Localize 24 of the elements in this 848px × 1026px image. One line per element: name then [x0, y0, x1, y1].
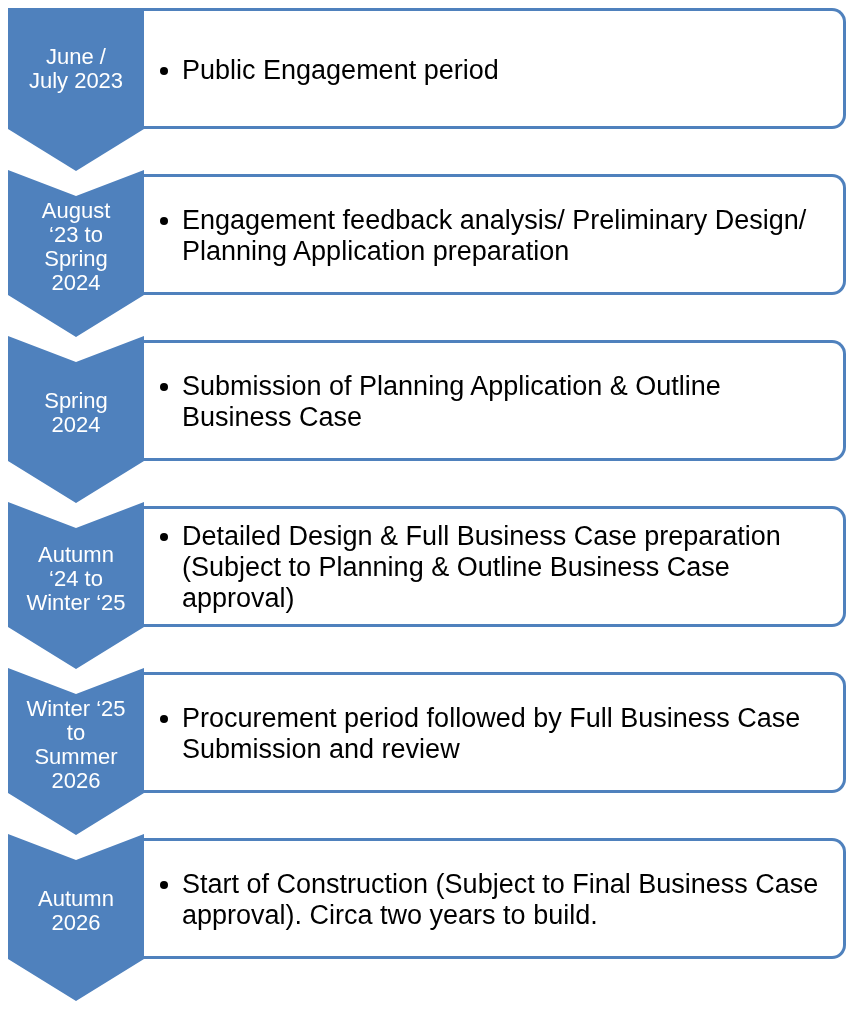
chevron-shape: [8, 170, 144, 337]
period-label: Autumn ‘24 to Winter ‘25: [26, 542, 126, 615]
period-label: August ‘23 to Spring 2024: [40, 198, 112, 295]
chevron-shape: [8, 834, 144, 1001]
period-label: June / July 2023: [27, 44, 125, 93]
chevron-shape: [8, 668, 144, 835]
period-label: Winter ‘25 to Summer 2026: [26, 696, 126, 793]
text-panel: [144, 506, 846, 627]
chevron-shape: [8, 8, 144, 171]
chevron-shape: [8, 502, 144, 669]
bullet-text: Procurement period followed by Full Business Case Submission and review: [182, 703, 802, 765]
chevron-shape: [8, 336, 144, 503]
text-panel: [144, 8, 846, 129]
text-panel: [144, 340, 846, 461]
text-panel: [144, 174, 846, 295]
bullet-text: Submission of Planning Application & Outline Business Case: [182, 371, 722, 433]
bullet-text: Engagement feedback analysis/ Preliminary Design/ Planning Application preparation: [182, 205, 808, 267]
period-label: Spring 2024: [43, 388, 109, 437]
text-panel: [144, 838, 846, 959]
bullet-text: Start of Construction (Subject to Final Business Case approval). Circa two years to build.: [182, 869, 820, 931]
period-label: Autumn 2026: [37, 886, 115, 935]
bullet-text: Public Engagement period: [182, 55, 500, 86]
bullet-text: Detailed Design & Full Business Case preparation (Subject to Planning & Outline Business Case approval): [182, 521, 782, 614]
text-panel: [144, 672, 846, 793]
